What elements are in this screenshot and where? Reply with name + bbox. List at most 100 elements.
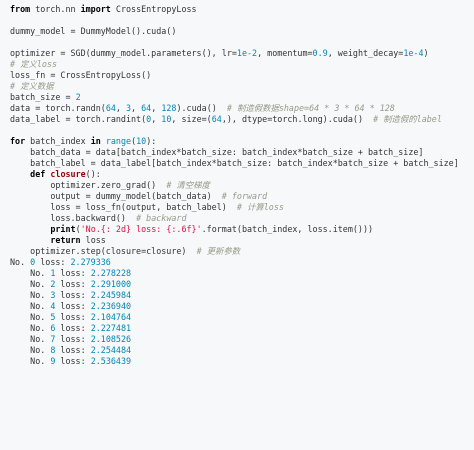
output-line: No. 8 loss: 2.254484 xyxy=(10,345,474,356)
output-line: No. 9 loss: 2.536439 xyxy=(10,356,474,367)
code-token: No. xyxy=(10,356,51,366)
code-token: 'No.{: 2d} loss: {:.6f}' xyxy=(80,224,202,234)
code-token: 2 xyxy=(75,92,81,102)
output-line: No. 0 loss: 2.279336 xyxy=(10,257,474,268)
code-token: 0 xyxy=(30,257,36,267)
code-token: No. xyxy=(10,345,51,355)
code-token: loss = loss_fn(output, batch_label) xyxy=(10,202,237,212)
code-token: ): xyxy=(146,136,157,146)
code-line: optimizer.step(closure=closure) # 更新参数 xyxy=(10,246,474,257)
code-line: loss = loss_fn(output, batch_label) # 计算… xyxy=(10,202,474,213)
code-token: 5 xyxy=(50,312,56,322)
code-line: print('No.{: 2d} loss: {:.6f}'.format(ba… xyxy=(10,224,474,235)
code-token: 4 xyxy=(50,301,56,311)
code-token: No. xyxy=(10,290,51,300)
code-token: 1 xyxy=(50,268,56,278)
code-token: for xyxy=(10,136,26,146)
output-line: No. 5 loss: 2.104764 xyxy=(10,312,474,323)
code-token: loss: xyxy=(55,268,91,278)
code-token: batch_size = xyxy=(10,92,76,102)
code-token: 2.245984 xyxy=(90,290,132,300)
blank-line xyxy=(10,37,474,48)
code-token: output = dummy_model(batch_data) xyxy=(10,191,222,201)
output-line: No. 3 loss: 2.245984 xyxy=(10,290,474,301)
code-token: optimizer.zero_grad() xyxy=(10,180,167,190)
code-token: 2.227481 xyxy=(90,323,132,333)
code-token: ,), dtype=torch.long).cuda() xyxy=(221,114,374,124)
code-token: .format(batch_index, loss.item())) xyxy=(201,224,374,234)
code-token: , xyxy=(151,103,162,113)
blank-line xyxy=(10,125,474,136)
output-line: No. 7 loss: 2.108526 xyxy=(10,334,474,345)
code-line: loss_fn = CrossEntropyLoss() xyxy=(10,70,474,81)
code-token: # 计算loss xyxy=(236,202,284,212)
code-token: 2.279336 xyxy=(70,257,111,267)
code-line: output = dummy_model(batch_data) # forwa… xyxy=(10,191,474,202)
code-token xyxy=(10,224,50,234)
code-token: data_label = torch.randint( xyxy=(10,114,147,124)
code-token: 1e-2 xyxy=(236,48,258,58)
code-line: batch_label = data_label[batch_index*bat… xyxy=(10,158,474,169)
code-token: , xyxy=(151,114,162,124)
code-token: ( xyxy=(131,136,137,146)
output-line: No. 1 loss: 2.278228 xyxy=(10,268,474,279)
code-token: batch_label = data_label[batch_index*bat… xyxy=(10,158,459,168)
code-token: # 定义数据 xyxy=(10,81,54,91)
code-token: batch_index xyxy=(25,136,91,146)
code-token: No. xyxy=(10,279,51,289)
code-token: 3 xyxy=(126,103,132,113)
code-token: torch.nn xyxy=(30,4,81,14)
code-token: 10 xyxy=(136,136,147,146)
code-token: No. xyxy=(10,323,51,333)
code-token: 3 xyxy=(50,290,56,300)
code-token: , xyxy=(131,103,142,113)
code-line: def closure(): xyxy=(10,169,474,180)
code-token: 1e-4 xyxy=(403,48,424,58)
code-token: # 制造假数据shape=64 * 3 * 64 * 128 xyxy=(226,103,395,113)
code-token: 0.9 xyxy=(312,48,328,58)
code-token: 0 xyxy=(146,114,152,124)
code-token: ) xyxy=(423,48,429,58)
code-line: batch_size = 2 xyxy=(10,92,474,103)
output-line: No. 4 loss: 2.236940 xyxy=(10,301,474,312)
code-token: ).cuda() xyxy=(176,103,227,113)
code-token: loss: xyxy=(55,301,91,311)
code-token: loss: xyxy=(55,290,91,300)
code-token: No. xyxy=(10,334,51,344)
code-token: loss: xyxy=(55,312,91,322)
code-line: from torch.nn import CrossEntropyLoss xyxy=(10,4,474,15)
code-token: optimizer.step(closure=closure) xyxy=(10,246,197,256)
code-token: batch_data = data[batch_index*batch_size… xyxy=(10,147,424,157)
code-token: 2.278228 xyxy=(90,268,132,278)
code-token: print xyxy=(50,224,76,234)
blank-line xyxy=(10,15,474,26)
code-token: loss: xyxy=(55,356,91,366)
code-token: loss xyxy=(80,235,106,245)
code-token xyxy=(10,169,30,179)
code-token: loss.backward() xyxy=(10,213,137,223)
code-line: return loss xyxy=(10,235,474,246)
code-line: data = torch.randn(64, 3, 64, 128).cuda(… xyxy=(10,103,474,114)
code-line: # 定义数据 xyxy=(10,81,474,92)
code-token: loss: xyxy=(55,345,91,355)
code-token: loss: xyxy=(55,323,91,333)
code-token: 2.104764 xyxy=(90,312,132,322)
code-token: closure xyxy=(50,169,86,179)
code-token: 2 xyxy=(50,279,56,289)
code-token: dummy_model = DummyModel().cuda() xyxy=(10,26,177,36)
code-token: , size=( xyxy=(171,114,212,124)
code-token: 2.536439 xyxy=(90,356,132,366)
code-token: in xyxy=(90,136,101,146)
code-token: loss: xyxy=(35,257,71,267)
code-line: data_label = torch.randint(0, 10, size=(… xyxy=(10,114,474,125)
code-token: CrossEntropyLoss xyxy=(110,4,197,14)
code-token: No. xyxy=(10,301,51,311)
code-token: 2.291000 xyxy=(90,279,132,289)
code-token: 7 xyxy=(50,334,56,344)
code-token: 10 xyxy=(161,114,172,124)
code-token: 2.108526 xyxy=(90,334,132,344)
code-token: 64 xyxy=(105,103,116,113)
code-token: , xyxy=(115,103,126,113)
code-line: # 定义loss xyxy=(10,59,474,70)
